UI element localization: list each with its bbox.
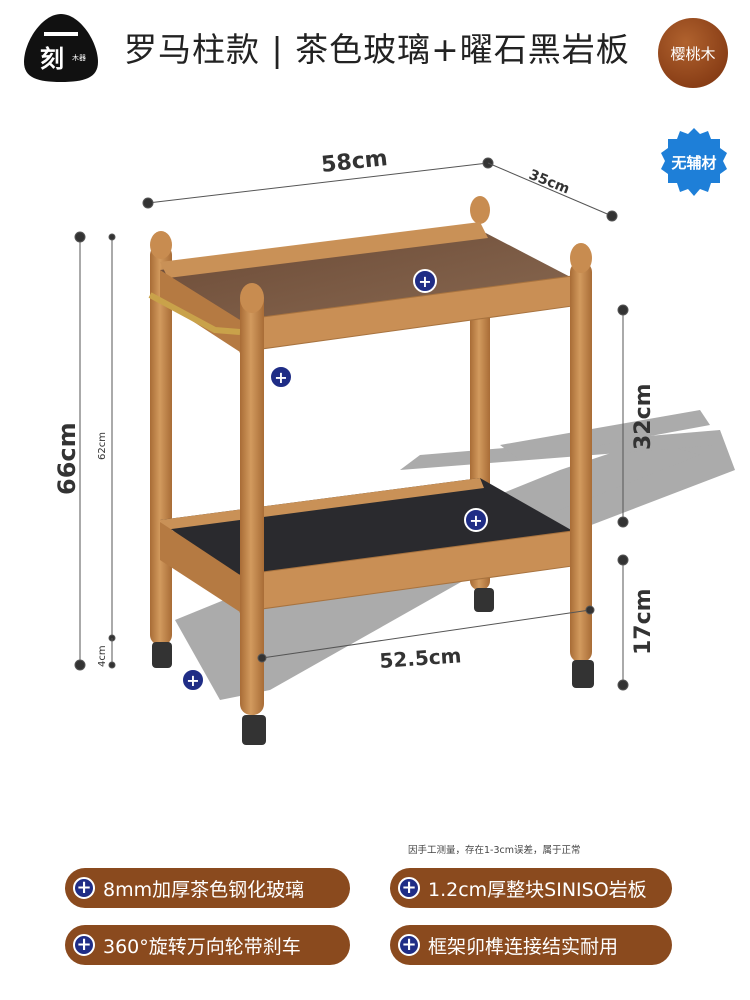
- feature-label: 1.2cm厚整块SINISO岩板: [428, 878, 647, 901]
- svg-text:+: +: [274, 368, 287, 387]
- brand-logo: 刻 木器: [24, 14, 98, 82]
- feature-pill-glass: + 8mm加厚茶色钢化玻璃: [65, 868, 350, 908]
- svg-text:+: +: [469, 511, 482, 530]
- logo-main-text: 刻: [40, 45, 64, 73]
- back-left-finial: [150, 231, 172, 259]
- plus-icon: +: [73, 877, 95, 899]
- trolley-illustration: + + + + 58cm 35cm 66cm 62cm 4cm 32cm 17c…: [53, 146, 735, 745]
- dim-lower: 17cm: [631, 588, 656, 655]
- tea-glass-shelf: [160, 230, 580, 330]
- no-auxiliary-label: 无辅材: [671, 153, 717, 172]
- top-tray: [160, 222, 581, 353]
- caster-back-right: [474, 588, 494, 612]
- dim-bottom-length: 52.5cm: [379, 643, 463, 673]
- hotspot-slate[interactable]: +: [464, 508, 488, 532]
- starburst-icon: [661, 128, 727, 196]
- svg-text:+: +: [418, 272, 431, 291]
- logo-sub-text: 木器: [72, 53, 86, 62]
- hotspot-caster[interactable]: +: [181, 668, 205, 692]
- front-right-leg: [570, 262, 592, 662]
- caster-back-left: [152, 642, 172, 668]
- page-title: 罗马柱款 | 茶色玻璃+曜石黑岩板: [124, 30, 630, 69]
- feature-label: 360°旋转万向轮带刹车: [103, 935, 301, 958]
- dim-shelf-gap: 32cm: [631, 383, 656, 450]
- feature-pill-slate: + 1.2cm厚整块SINISO岩板: [390, 868, 672, 908]
- feature-label: 8mm加厚茶色钢化玻璃: [103, 878, 305, 901]
- brass-handle: [148, 292, 241, 335]
- front-left-leg: [240, 290, 264, 715]
- front-left-finial: [240, 283, 264, 313]
- svg-text:+: +: [186, 671, 199, 690]
- plus-icon: +: [398, 877, 420, 899]
- front-right-finial: [570, 243, 592, 273]
- caster-front-left: [242, 715, 266, 745]
- back-right-finial: [470, 196, 490, 224]
- measurement-note: 因手工测量，存在1-3cm误差，属于正常: [408, 845, 581, 856]
- plus-icon: +: [73, 934, 95, 956]
- dim-width: 58cm: [320, 146, 389, 178]
- feature-pill-caster: + 360°旋转万向轮带刹车: [65, 925, 350, 965]
- dim-foot: 4cm: [97, 645, 108, 667]
- plus-icon: +: [398, 934, 420, 956]
- no-auxiliary-badge: 无辅材: [658, 126, 730, 198]
- wood-type-badge: 樱桃木: [658, 18, 728, 88]
- feature-pill-frame: + 框架卯榫连接结实耐用: [390, 925, 672, 965]
- hotspot-glass[interactable]: +: [413, 269, 437, 293]
- slate-shelf: [160, 478, 580, 585]
- dim-height: 66cm: [53, 422, 81, 495]
- dimension-lines: [74, 157, 629, 691]
- feature-label: 框架卯榫连接结实耐用: [428, 935, 619, 958]
- caster-front-right: [572, 660, 594, 688]
- dim-depth: 35cm: [527, 167, 572, 198]
- hotspot-frame[interactable]: +: [269, 365, 293, 389]
- dim-inner-height: 62cm: [97, 432, 108, 460]
- bottom-tray: [160, 478, 581, 613]
